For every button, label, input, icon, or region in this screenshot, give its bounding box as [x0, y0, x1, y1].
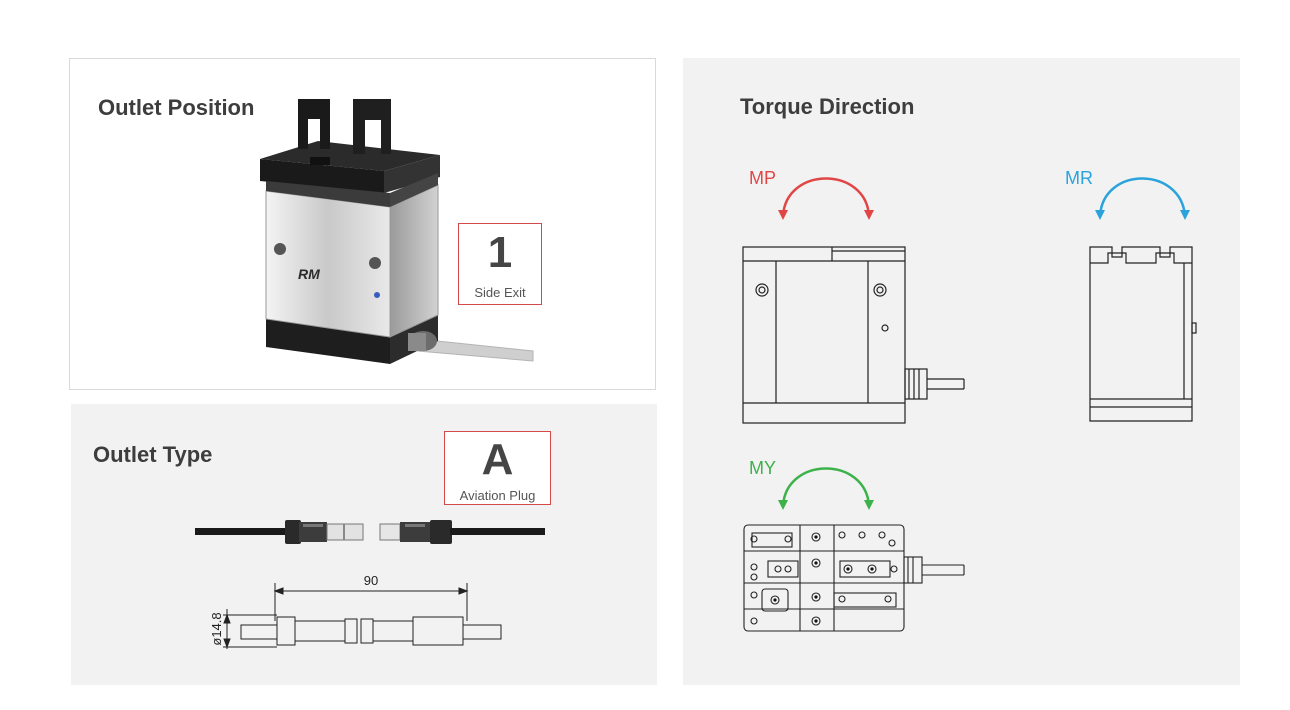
torque-my-arrow: [778, 467, 874, 510]
gripper-top-view-drawing: [743, 524, 965, 632]
outlet-position-title: Outlet Position: [98, 95, 255, 120]
dimension-length-label: 90: [364, 573, 378, 588]
outlet-type-label: Aviation Plug: [459, 488, 536, 503]
torque-mr-arrow: [1095, 177, 1190, 220]
torque-direction-panel: Torque Direction MP MR MY: [683, 58, 1240, 685]
outlet-type-panel: Outlet Type A Aviation Plug: [71, 404, 657, 685]
torque-mp-arrow: [778, 177, 874, 220]
torque-my-label: MY: [749, 458, 776, 478]
outlet-position-panel: Outlet Position: [69, 58, 656, 390]
torque-mp-label: MP: [749, 168, 776, 188]
dimension-diameter-label: ø14.8: [209, 612, 224, 645]
gripper-front-view-drawing: [742, 246, 965, 424]
aviation-plug-dimension-drawing: 90 ø14.8: [209, 573, 502, 649]
outlet-position-tag: 1 Side Exit: [458, 223, 542, 305]
gripper-product-image: RM: [260, 99, 534, 364]
outlet-position-code: 1: [487, 228, 513, 277]
aviation-plug-image: [195, 520, 545, 544]
svg-text:RM: RM: [298, 266, 320, 282]
outlet-type-title: Outlet Type: [93, 442, 213, 467]
outlet-position-label: Side Exit: [474, 285, 526, 300]
torque-mr-label: MR: [1065, 168, 1093, 188]
outlet-type-tag: A Aviation Plug: [444, 431, 551, 505]
gripper-side-view-drawing: [1089, 246, 1197, 422]
outlet-type-code: A: [481, 435, 514, 484]
torque-direction-title: Torque Direction: [740, 94, 915, 119]
